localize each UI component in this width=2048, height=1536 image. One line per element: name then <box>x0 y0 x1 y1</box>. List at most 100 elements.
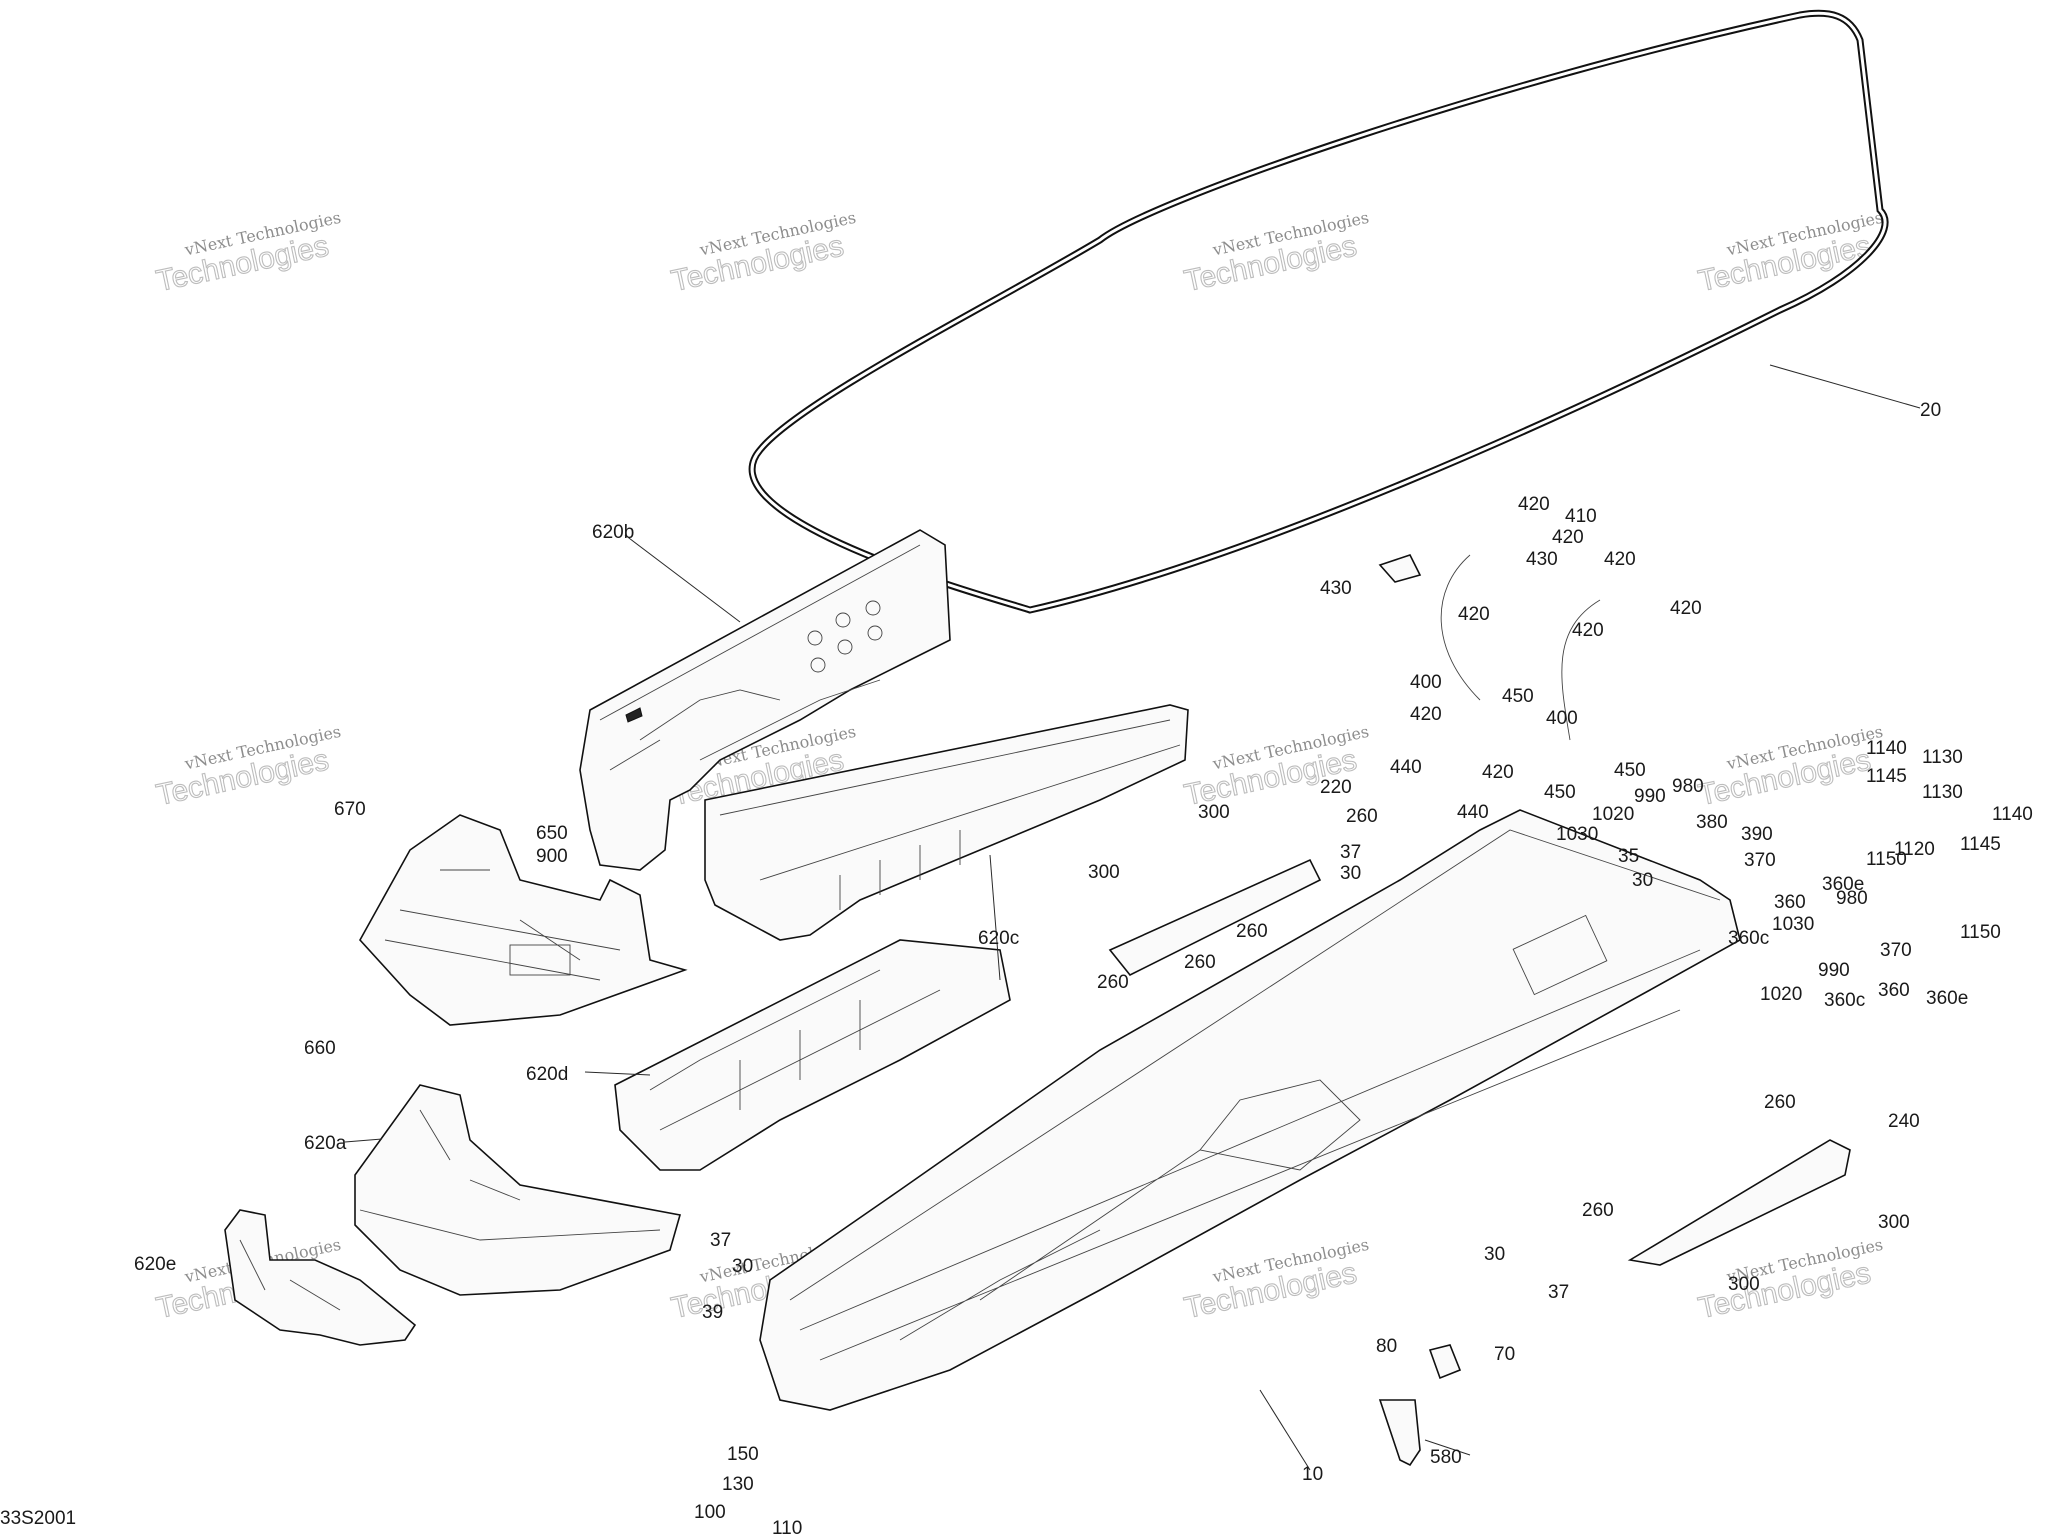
callout-label: 240 <box>1888 1111 1920 1132</box>
part-10-hull <box>759 809 1741 1411</box>
callout-label: 1140 <box>1866 738 1907 759</box>
callout-label: 30 <box>1632 870 1653 891</box>
callout-label: 400 <box>1410 672 1442 693</box>
callout-label: 990 <box>1634 786 1666 807</box>
callout-label: 620b <box>592 522 634 543</box>
callout-label: 420 <box>1518 494 1550 515</box>
callout-label: 430 <box>1320 578 1352 599</box>
callout-label: 410 <box>1565 506 1597 527</box>
callout-label: 400 <box>1546 708 1578 729</box>
watermark: vNext Technologies Technologies <box>153 722 343 813</box>
part-620d-tub <box>614 939 1011 1171</box>
callout-label: 420 <box>1410 704 1442 725</box>
callout-label: 1150 <box>1960 922 2001 943</box>
watermark: vNext Technologies Technologies <box>1695 1235 1885 1326</box>
callout-label: 260 <box>1097 972 1129 993</box>
callout-label: 110 <box>772 1518 802 1536</box>
callout-label: 1150 <box>1866 849 1907 870</box>
callout-label: 430 <box>1526 549 1558 570</box>
watermark: vNext Technologies Technologies <box>668 208 858 299</box>
watermark: vNext Technologies Technologies <box>1181 1235 1371 1326</box>
callout-label: 260 <box>1346 806 1378 827</box>
callout-label: 440 <box>1390 757 1422 778</box>
callout-label: 37 <box>710 1230 731 1251</box>
callout-label: 390 <box>1741 824 1773 845</box>
callout-label: 360e <box>1822 874 1864 895</box>
callout-label: 650 <box>536 823 568 844</box>
callout-label: 80 <box>1376 1336 1397 1357</box>
callout-label: 1145 <box>1866 766 1907 787</box>
part-620e-nose <box>224 1209 417 1346</box>
callout-label: 1140 <box>1992 804 2033 825</box>
callout-label: 670 <box>334 799 366 820</box>
callout-label: 440 <box>1457 802 1489 823</box>
callout-label: 1145 <box>1960 834 2001 855</box>
callout-label: 1020 <box>1592 804 1634 825</box>
callout-label: 980 <box>1672 776 1704 797</box>
callout-label: 450 <box>1502 686 1534 707</box>
callout-label: 30 <box>732 1256 753 1277</box>
part-430-cap <box>1378 554 1422 583</box>
part-580-bracket <box>1378 1399 1421 1467</box>
callout-label: 420 <box>1552 527 1584 548</box>
callout-label: 370 <box>1880 940 1912 961</box>
callout-label: 1130 <box>1922 747 1963 768</box>
part-70-clip <box>1428 1344 1462 1380</box>
callout-label: 20 <box>1920 400 1941 421</box>
part-620a-cowl <box>354 1084 682 1296</box>
callout-label: 990 <box>1818 960 1850 981</box>
callout-label: 37 <box>1548 1282 1569 1303</box>
callout-labels: 20 410 420 420 430 420 430 420 420 420 4… <box>134 400 2033 1536</box>
callout-label: 37 <box>1340 842 1361 863</box>
callout-label: 900 <box>536 846 568 867</box>
callout-label: 380 <box>1696 812 1728 833</box>
callout-label: 360e <box>1926 988 1968 1009</box>
callout-label: 1120 <box>1894 839 1935 860</box>
callout-label: 360 <box>1878 980 1910 1001</box>
part-620b-seat-pan <box>579 529 951 871</box>
callout-label: 70 <box>1494 1344 1515 1365</box>
watermark: vNext Technologies Technologies <box>1181 722 1371 813</box>
watermark: vNext Technologies Technologies <box>1695 722 1885 813</box>
callout-label: 1130 <box>1922 782 1963 803</box>
callout-label: 150 <box>727 1444 759 1465</box>
callout-label: 300 <box>1728 1274 1760 1295</box>
watermark: vNext Technologies Technologies <box>153 208 343 299</box>
callout-label: 980 <box>1836 888 1868 909</box>
callout-label: 370 <box>1744 850 1776 871</box>
part-220-bracket <box>1108 858 1322 977</box>
callout-label: 300 <box>1088 862 1120 883</box>
callout-label: 30 <box>1484 1244 1505 1265</box>
watermark: vNext Technologies Technologies <box>1181 208 1371 299</box>
callout-label: 620a <box>304 1133 347 1154</box>
part-240-rail <box>1627 1139 1851 1266</box>
callout-label: 420 <box>1482 762 1514 783</box>
callout-label: 620d <box>526 1064 568 1085</box>
callout-label: 260 <box>1236 921 1268 942</box>
callout-label: 580 <box>1430 1447 1462 1468</box>
part-20-seal <box>748 9 1889 614</box>
part-650-footrest <box>359 814 688 1026</box>
callout-label: 1030 <box>1772 914 1814 935</box>
callout-label: 300 <box>1198 802 1230 823</box>
part-400-hoses <box>1440 554 1601 741</box>
callout-label: 450 <box>1544 782 1576 803</box>
callout-label: 35 <box>1618 846 1639 867</box>
callout-label: 10 <box>1302 1464 1323 1485</box>
diagram-code: 33S2001 <box>0 1508 76 1529</box>
callout-label: 360 <box>1774 892 1806 913</box>
callout-label: 1030 <box>1556 824 1598 845</box>
callout-label: 260 <box>1764 1092 1796 1113</box>
callout-label: 360c <box>1824 990 1865 1011</box>
callout-label: 450 <box>1614 760 1646 781</box>
callout-label: 130 <box>722 1474 754 1495</box>
callout-label: 620e <box>134 1254 176 1275</box>
leader-lines <box>344 364 1921 1471</box>
callout-label: 260 <box>1184 952 1216 973</box>
callout-label: 660 <box>304 1038 336 1059</box>
callout-label: 100 <box>694 1502 726 1523</box>
callout-label: 1020 <box>1760 984 1802 1005</box>
callout-label: 260 <box>1582 1200 1614 1221</box>
callout-label: 360c <box>1728 928 1769 949</box>
